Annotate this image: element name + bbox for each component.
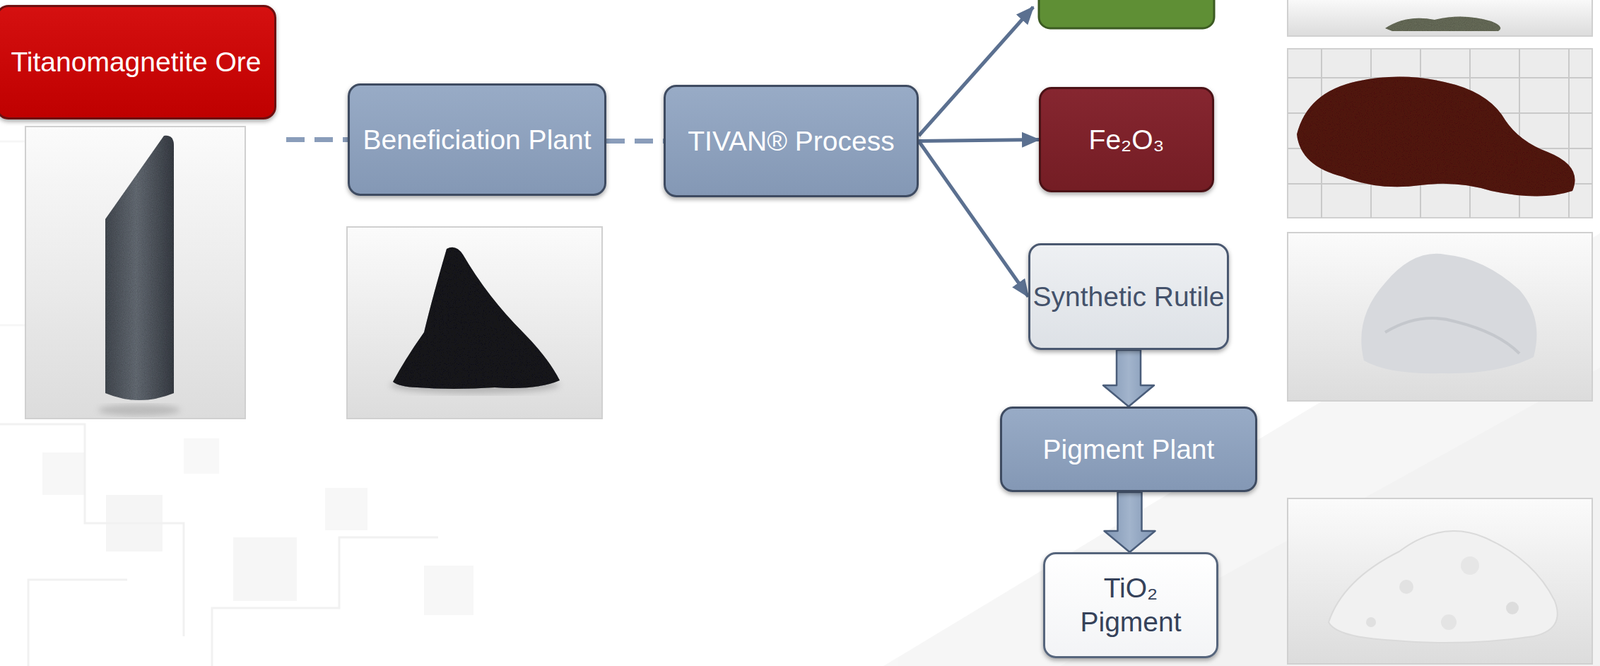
process-box: TIVAN® Process [663,84,919,198]
product-photo [1287,0,1593,37]
node-label: TIVAN® Process [687,124,894,159]
iron-oxide-photo [1287,48,1593,218]
concentrate-photo [346,226,603,419]
block-arrow [1103,349,1155,407]
node-label: TiO₂ Pigment [1063,571,1198,639]
ore-core-photo [25,126,246,419]
arrow-connector [918,139,1039,142]
node-label: Beneficiation Plant [362,122,591,157]
rutile-photo [1287,232,1593,401]
arrow-connector [918,141,1029,297]
node-label: Synthetic Rutile [1033,279,1225,314]
dashed-connector [286,137,348,143]
source-box: Titanomagnetite Ore [0,4,277,120]
process-box: Beneficiation Plant [347,83,607,196]
node-label: Titanomagnetite Ore [10,45,261,80]
product-box: Fe₂O₃ [1038,86,1215,193]
dashed-connector [606,138,664,144]
product-box: TiO₂ Pigment [1043,551,1219,658]
node-label: Pigment Plant [1043,432,1215,467]
pigment-photo [1287,498,1593,664]
block-arrow [1104,491,1156,552]
process-box: Pigment Plant [1000,406,1258,492]
node-label: Fe₂O₃ [1089,122,1165,157]
product-box: Synthetic Rutile [1028,243,1229,350]
